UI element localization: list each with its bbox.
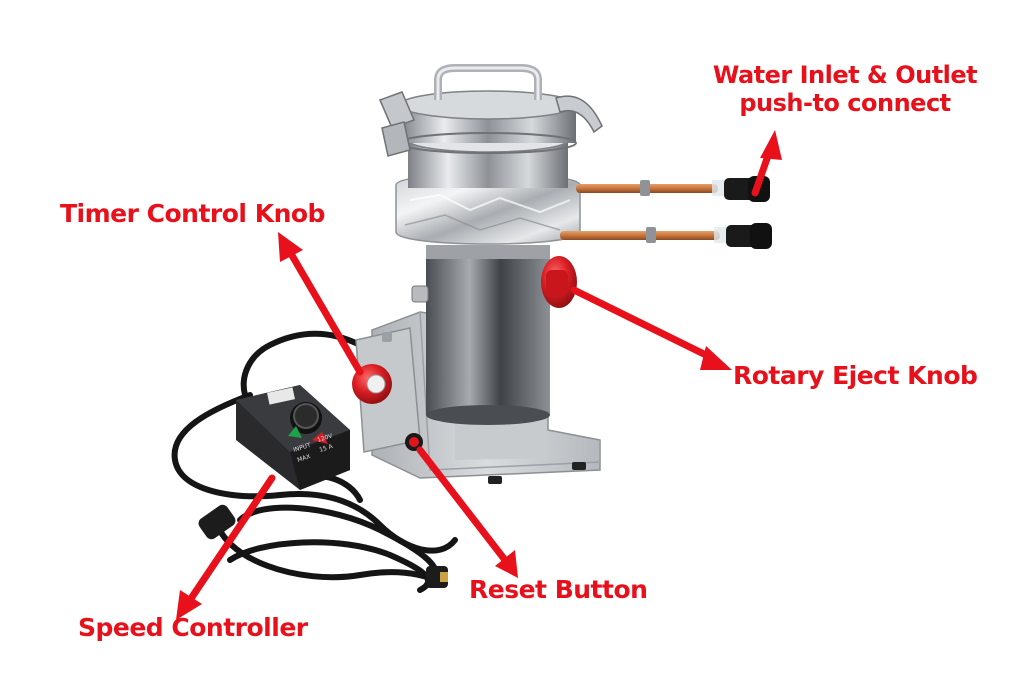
push-to-connect-fittings bbox=[724, 176, 772, 249]
controller-current-text: 15 A bbox=[318, 443, 334, 454]
water-pipes bbox=[560, 180, 728, 243]
motor-cylinder bbox=[411, 245, 550, 425]
rotary-eject-knob bbox=[541, 256, 577, 308]
label-speed-controller: Speed Controller bbox=[78, 613, 308, 642]
grinding-chamber-lid bbox=[378, 64, 603, 188]
power-plug bbox=[198, 504, 448, 588]
arrow-eject bbox=[570, 286, 732, 370]
label-timer-control-knob: Timer Control Knob bbox=[60, 199, 325, 228]
arrow-water bbox=[751, 130, 782, 197]
label-reset-button: Reset Button bbox=[469, 575, 648, 604]
speed-controller-box: INPUT 120V MAX 15 A bbox=[236, 385, 350, 490]
arrow-speed bbox=[176, 474, 276, 620]
label-water-line2: push-to connect bbox=[739, 88, 951, 117]
label-water-inlet-outlet: Water Inlet & Outlet push-to connect bbox=[706, 61, 984, 117]
controller-max-text: MAX bbox=[296, 453, 311, 464]
label-water-line1: Water Inlet & Outlet bbox=[712, 61, 978, 89]
arrow-reset bbox=[416, 446, 518, 578]
label-rotary-eject-knob: Rotary Eject Knob bbox=[733, 361, 978, 390]
arrow-timer bbox=[278, 232, 364, 376]
controller-voltage-text: 120V bbox=[316, 432, 334, 444]
reset-button bbox=[405, 433, 423, 451]
